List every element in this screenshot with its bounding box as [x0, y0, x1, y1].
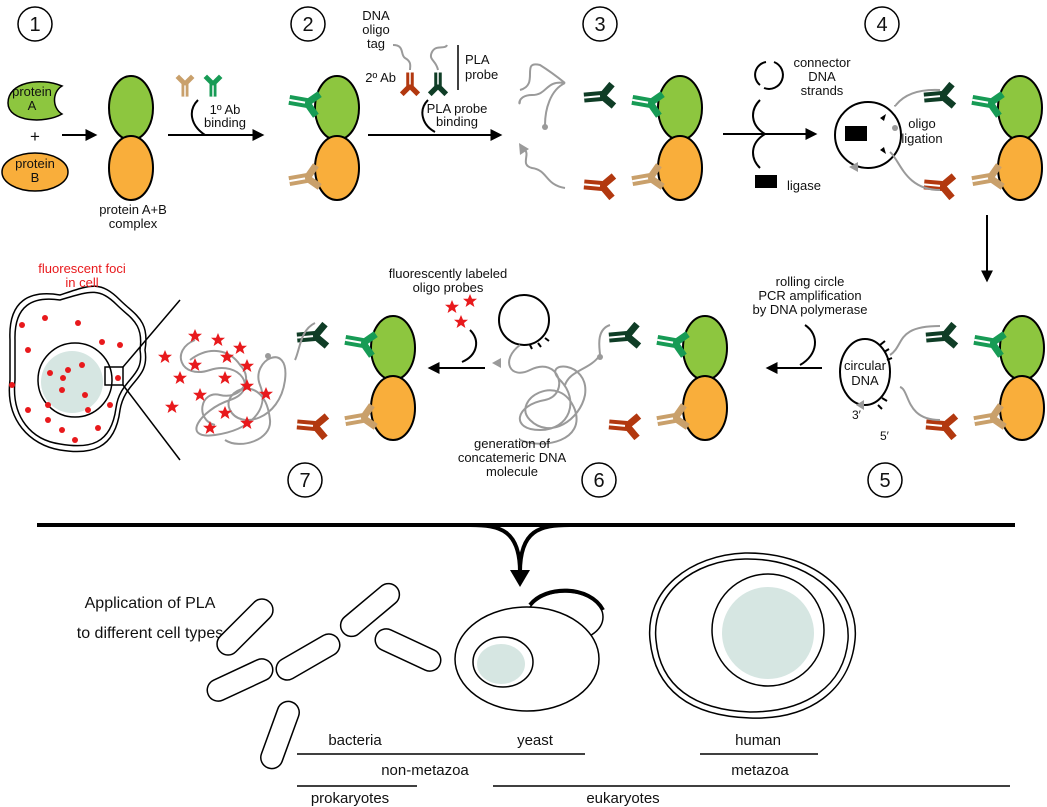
- svg-text:yeast: yeast: [517, 732, 554, 749]
- svg-text:3: 3: [594, 14, 605, 36]
- svg-text:bacteria: bacteria: [328, 732, 382, 749]
- svg-text:metazoa: metazoa: [731, 762, 789, 779]
- svg-text:protein A+B: protein A+B: [99, 202, 167, 217]
- svg-text:B: B: [31, 170, 40, 185]
- svg-text:complex: complex: [109, 216, 158, 231]
- svg-text:oligo: oligo: [908, 116, 935, 131]
- step-2: [287, 75, 360, 201]
- svg-text:6: 6: [593, 470, 604, 492]
- step-2-marker: 2: [290, 6, 326, 42]
- svg-text:+: +: [30, 127, 40, 146]
- svg-text:rolling circle: rolling circle: [776, 274, 845, 289]
- svg-text:4: 4: [876, 14, 887, 36]
- svg-text:2º Ab: 2º Ab: [365, 70, 396, 85]
- svg-text:A: A: [28, 98, 37, 113]
- svg-text:3′: 3′: [852, 408, 862, 422]
- svg-text:circular: circular: [844, 358, 887, 373]
- step-7: fluorescent foci in cell: [8, 261, 415, 461]
- svg-text:DNA: DNA: [362, 8, 390, 23]
- svg-text:5: 5: [879, 470, 890, 492]
- step-7-marker: 7: [287, 462, 323, 498]
- step-3: [518, 63, 702, 200]
- svg-text:oligo probes: oligo probes: [413, 280, 484, 295]
- protein-complex: [108, 75, 154, 201]
- svg-text:generation of: generation of: [474, 436, 550, 451]
- step-5: circular DNA 3′ 5′: [839, 316, 1044, 443]
- svg-text:connector: connector: [793, 55, 851, 70]
- svg-text:PLA probe: PLA probe: [427, 101, 488, 116]
- svg-text:DNA: DNA: [808, 69, 836, 84]
- svg-text:1º Ab: 1º Ab: [210, 102, 241, 117]
- svg-text:Application of PLA: Application of PLA: [85, 595, 216, 612]
- ligation-arrow: connector DNA strands ligase: [723, 55, 851, 193]
- svg-text:PLA: PLA: [465, 52, 490, 67]
- svg-text:in cell: in cell: [65, 275, 98, 290]
- yeast-cell: [454, 588, 605, 712]
- svg-text:by DNA polymerase: by DNA polymerase: [753, 302, 868, 317]
- svg-text:non-metazoa: non-metazoa: [381, 762, 469, 779]
- step-6-marker: 6: [581, 462, 617, 498]
- svg-text:fluorescently labeled: fluorescently labeled: [389, 266, 508, 281]
- human-cell: [648, 552, 856, 719]
- svg-text:binding: binding: [436, 114, 478, 129]
- primary-ab-binding-arrow: 1º Ab binding: [168, 76, 265, 141]
- step-1: protein A + protein B protein A+B comple…: [1, 75, 167, 231]
- protein-b: [1, 152, 69, 192]
- svg-text:prokaryotes: prokaryotes: [311, 790, 389, 807]
- svg-text:protein: protein: [15, 156, 55, 171]
- svg-text:5′: 5′: [880, 429, 890, 443]
- step-6: generation of concatemeric DNA molecule: [458, 294, 727, 479]
- svg-text:strands: strands: [801, 83, 844, 98]
- step-4-marker: 4: [864, 6, 900, 42]
- svg-text:7: 7: [299, 470, 310, 492]
- svg-text:DNA: DNA: [851, 373, 879, 388]
- cell-with-foci: fluorescent foci in cell: [8, 261, 181, 461]
- svg-text:ligase: ligase: [787, 178, 821, 193]
- svg-text:to different cell types: to different cell types: [77, 625, 223, 642]
- bacteria-cells: [206, 582, 442, 770]
- svg-text:molecule: molecule: [486, 464, 538, 479]
- application-section: Application of PLA to different cell typ…: [37, 523, 1015, 807]
- svg-text:probe: probe: [465, 67, 498, 82]
- step-1-marker: 1: [17, 6, 53, 42]
- protein-a: [7, 80, 64, 121]
- fluor-probe-arrow: fluorescently labeled oligo probes: [389, 266, 508, 374]
- svg-text:tag: tag: [367, 36, 385, 51]
- svg-text:human: human: [735, 732, 781, 749]
- rolling-circle-arrow: rolling circle PCR amplification by DNA …: [753, 274, 868, 374]
- svg-text:2: 2: [302, 14, 313, 36]
- pla-probe-binding-arrow: DNA oligo tag 2º Ab PLA probe PLA probe …: [362, 8, 503, 141]
- svg-text:binding: binding: [204, 115, 246, 130]
- svg-text:PCR amplification: PCR amplification: [758, 288, 861, 303]
- svg-text:ligation: ligation: [901, 131, 942, 146]
- svg-text:protein: protein: [12, 84, 52, 99]
- svg-text:1: 1: [29, 14, 40, 36]
- svg-text:fluorescent foci: fluorescent foci: [38, 261, 126, 276]
- step-markers: 1 2 3 4 5 6 7: [17, 6, 903, 498]
- step-3-marker: 3: [582, 6, 618, 42]
- svg-text:eukaryotes: eukaryotes: [586, 790, 659, 807]
- svg-text:oligo: oligo: [362, 22, 389, 37]
- svg-text:concatemeric DNA: concatemeric DNA: [458, 450, 567, 465]
- step-5-marker: 5: [867, 462, 903, 498]
- step-4: oligo ligation: [834, 76, 1042, 283]
